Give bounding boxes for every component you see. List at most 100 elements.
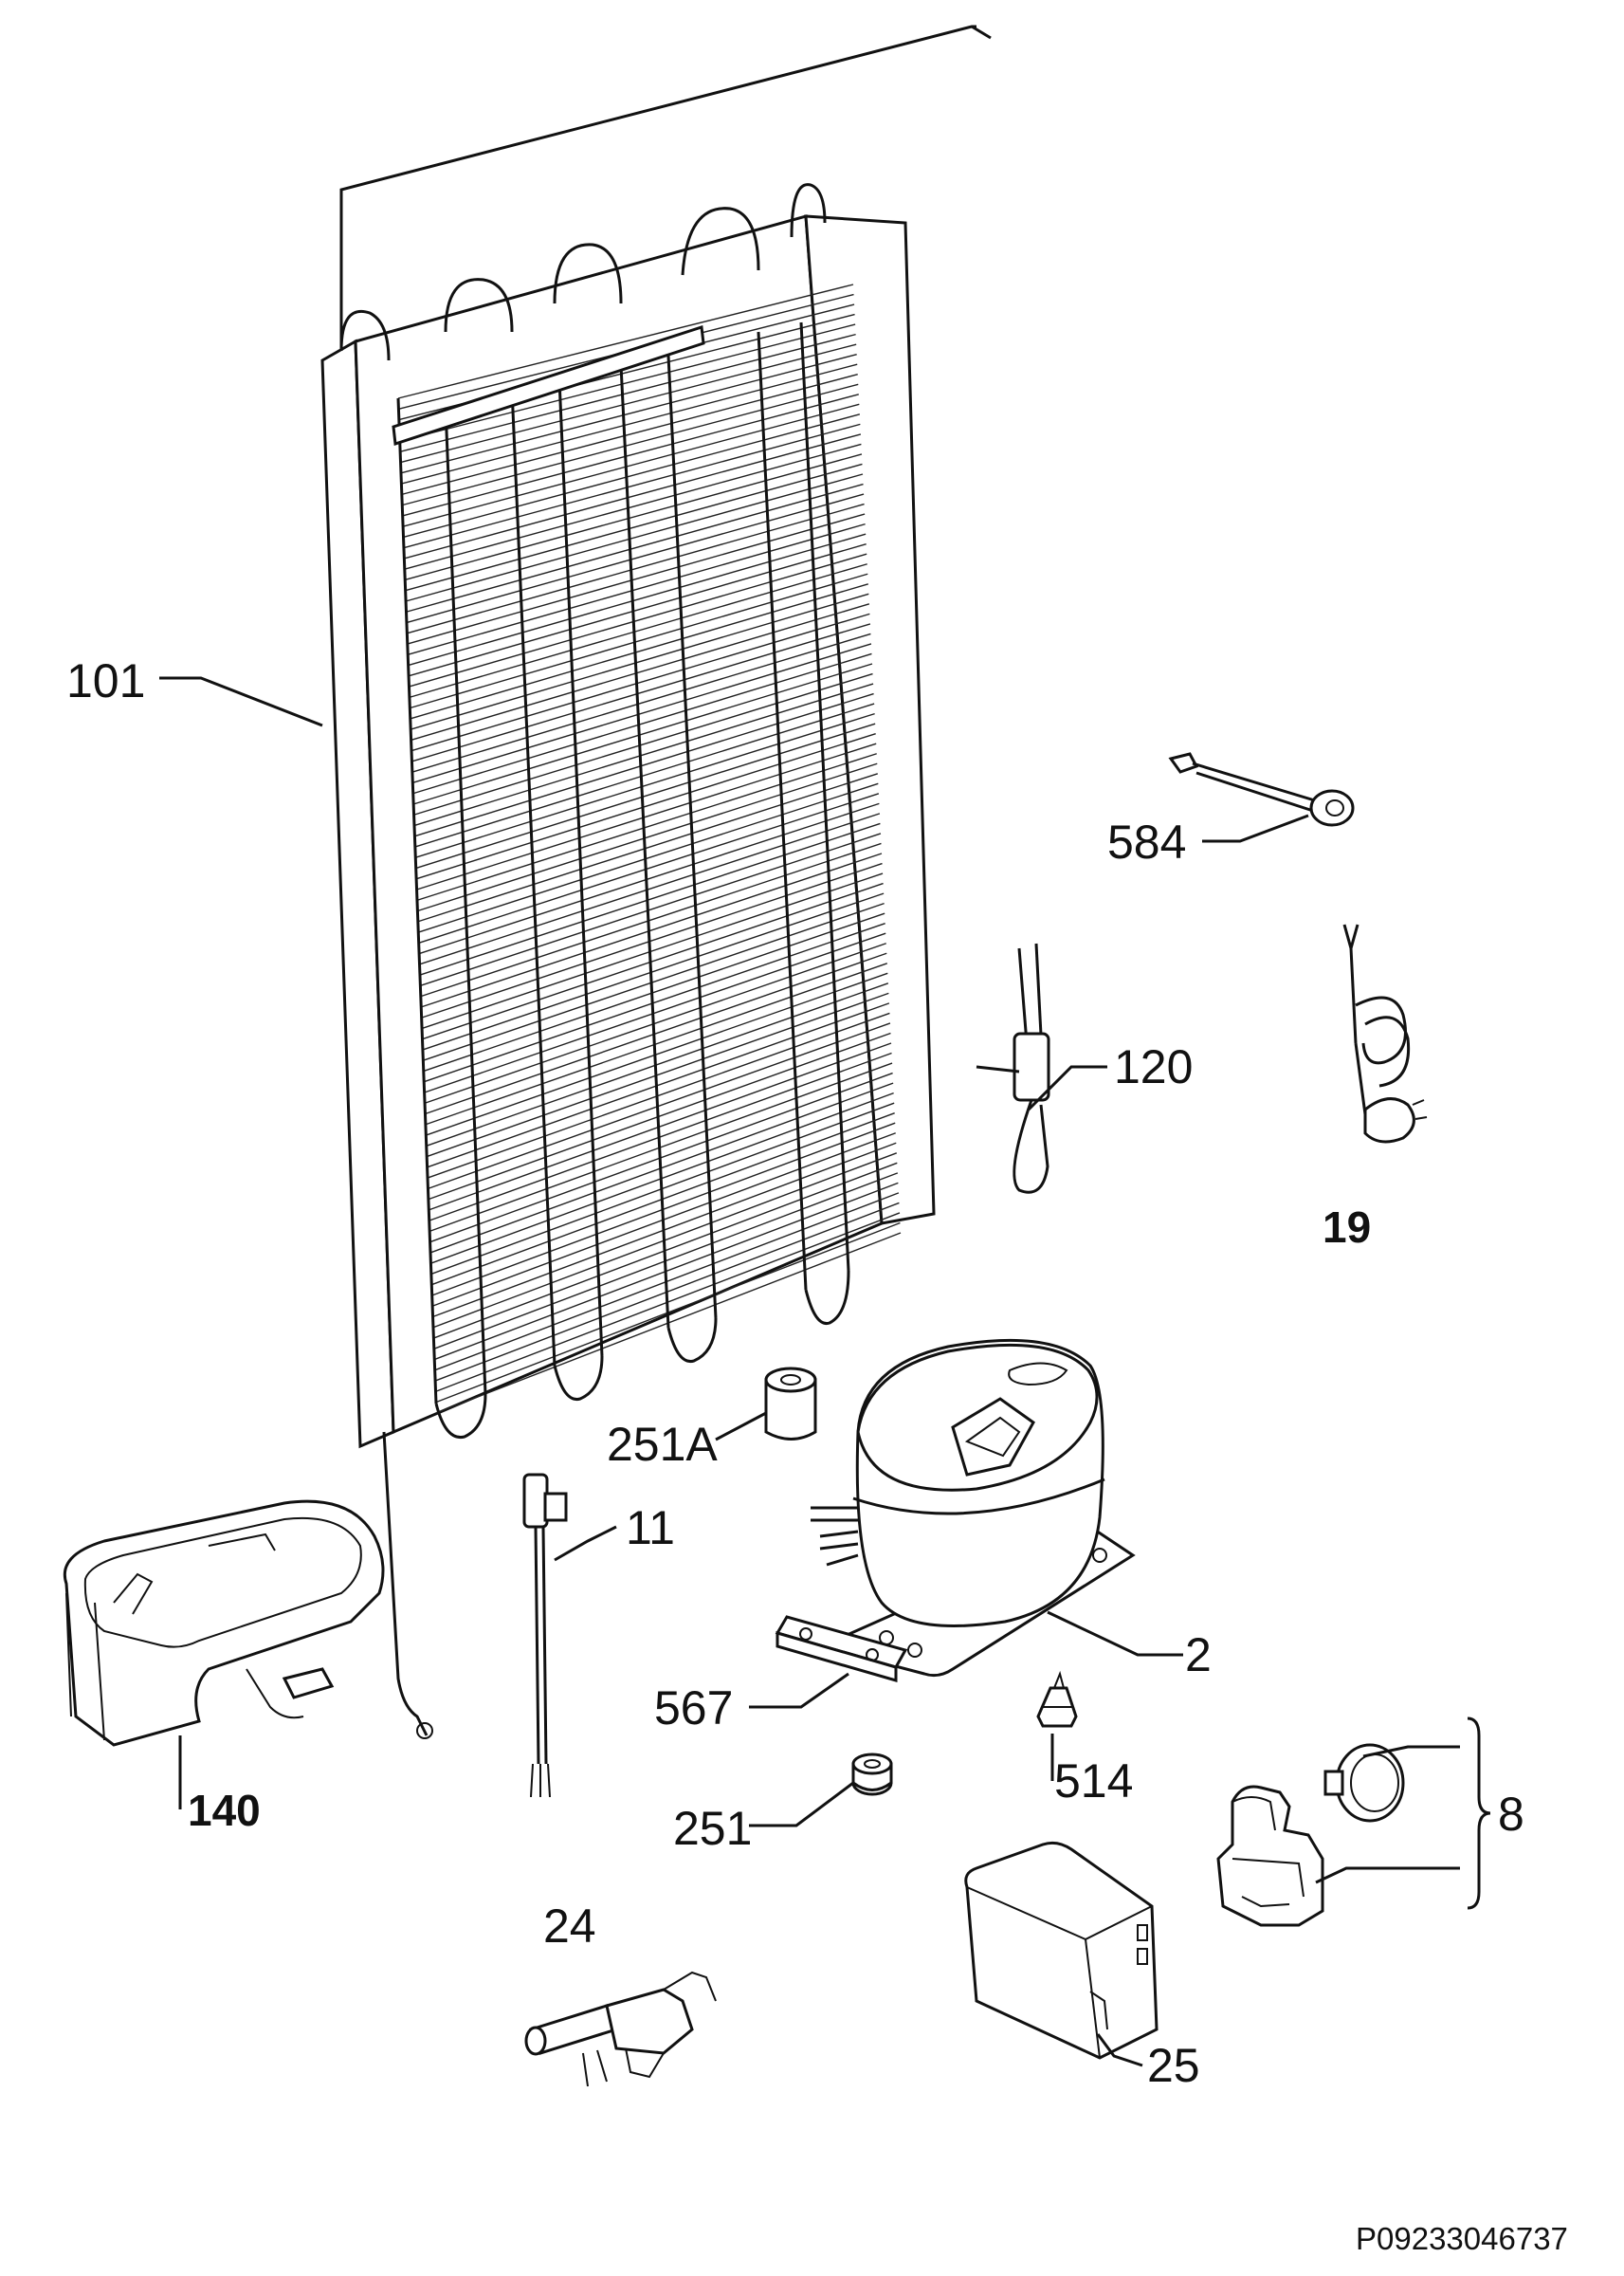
condenser-fin [414,712,875,858]
condenser-fin [410,583,868,720]
condenser-fin [427,1012,890,1179]
condenser-fin [418,802,880,955]
condenser-fin [416,743,877,890]
label-584: 584 [1107,816,1186,869]
condenser-fin [404,433,862,560]
condenser-fin [414,692,874,837]
condenser-fin [399,333,856,452]
label-2: 2 [1185,1628,1212,1681]
label-25: 25 [1147,2039,1200,2092]
leader-lines [159,676,1491,2067]
condenser-fin [411,643,872,784]
condenser-fin [419,822,881,976]
condenser-fin [411,623,871,762]
cabinet-outline [339,25,992,360]
condenser-fin [402,394,859,517]
condenser-fin [400,343,857,464]
condenser-fin [412,663,873,805]
condenser-fin [415,723,876,870]
condenser-fin [406,483,864,613]
condenser-fin [401,363,858,485]
condenser-fin [409,553,867,688]
condenser-fin [419,833,882,987]
condenser-fin [409,563,867,699]
label-514: 514 [1054,1754,1133,1808]
condenser-fin [422,892,885,1051]
label-120: 120 [1114,1040,1193,1093]
condenser-fin [417,782,879,933]
condenser-fin [423,912,885,1073]
condenser-fin [422,902,885,1061]
condenser-fin [414,703,875,848]
condenser-fin [411,603,870,742]
condenser-fin [418,793,880,945]
label-101: 101 [66,654,145,707]
part-251a-grommet [764,1367,817,1441]
condenser-fin [411,633,871,773]
condenser-fin [421,872,884,1030]
condenser-fin [425,963,888,1126]
condenser-fin [401,374,858,496]
condenser-fin [417,773,879,923]
condenser-fin [416,762,878,912]
part-8-relay [1216,1743,1405,1927]
condenser-fin [415,733,876,880]
condenser-fin [407,523,866,655]
condenser-fin [410,573,868,709]
condenser-fin [402,383,859,506]
part-584-sensor [1168,752,1355,827]
document-code: P09233046737 [1356,2221,1568,2256]
condenser-fin [419,813,881,965]
part-120-element [976,943,1050,1194]
condenser-fin [405,473,864,602]
condenser-fin [427,1002,890,1168]
condenser-fin [422,882,884,1040]
condenser-fin [408,543,867,677]
condenser-fin [412,652,872,795]
label-140: 140 [188,1786,261,1835]
label-251: 251 [673,1802,752,1855]
condenser-fin [402,403,860,527]
condenser-fin [411,613,870,752]
condenser-fin [416,753,877,902]
condenser-fin [421,862,883,1019]
condenser-fin [406,493,865,624]
condenser-fin [399,323,856,442]
condenser-fin [428,1032,891,1201]
condenser-101 [320,183,936,1739]
condenser-fin [425,972,888,1136]
condenser-fin [413,683,874,827]
label-11: 11 [626,1501,675,1554]
condenser-fin [426,992,889,1158]
condenser-fin [420,842,882,998]
label-24: 24 [543,1900,596,1953]
part-567-bracket [775,1615,908,1682]
condenser-fin [410,593,869,730]
part-514-clip [1036,1670,1078,1728]
condenser-fin [427,1022,891,1190]
part-25-cover [964,1841,1159,2060]
condenser-fin [403,423,861,549]
part-19-power-cord [1342,924,1428,1144]
label-567: 567 [654,1681,733,1735]
condenser-fin [424,952,887,1115]
condenser-fin [423,923,885,1083]
label-251a: 251A [607,1418,718,1471]
condenser-fin [413,672,873,816]
condenser-fin [408,533,867,667]
condenser-fin [400,354,857,474]
part-251-grommet [851,1753,893,1796]
condenser-fin [397,284,854,399]
part-2-compressor [811,1338,1136,1678]
condenser-fin [404,453,863,581]
condenser-fin [404,443,862,570]
condenser-tubes [339,183,850,1440]
condenser-fin [420,853,883,1008]
part-11-probe [522,1473,568,1798]
part-labels: 101 584 120 19 251A 11 2 567 140 514 251… [66,654,1568,2256]
label-8: 8 [1498,1788,1524,1841]
condenser-fin [424,932,886,1093]
part-140-drip-tray [64,1499,385,1747]
label-19: 19 [1323,1202,1371,1252]
